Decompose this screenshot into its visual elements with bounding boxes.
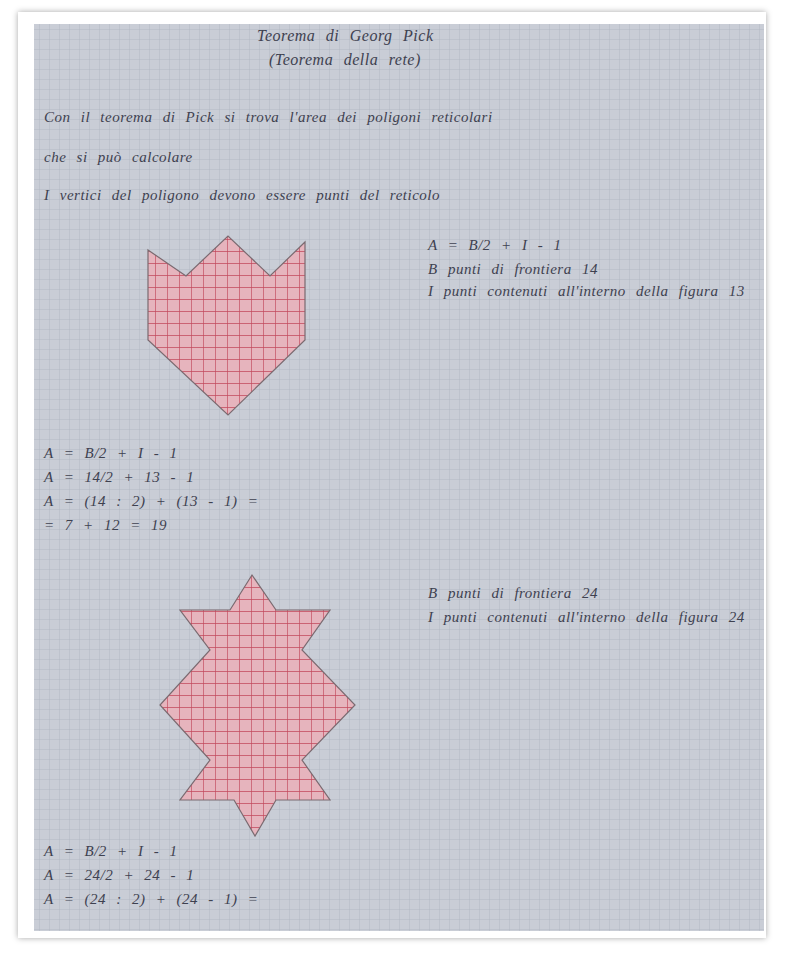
note-line: I punti contenuti all'interno della figu… bbox=[428, 608, 748, 627]
note-line: Con il teorema di Pick si trova l'area d… bbox=[44, 108, 493, 127]
formula: A = B/2 + I - 1 bbox=[44, 444, 177, 463]
note-line: che si può calcolare bbox=[44, 148, 193, 167]
formula: = 7 + 12 = 19 bbox=[44, 516, 167, 535]
note-line: I vertici del poligono devono essere pun… bbox=[44, 186, 440, 205]
lattice-polygon bbox=[160, 575, 355, 836]
subtitle: (Teorema della rete) bbox=[269, 50, 421, 70]
formula: A = 24/2 + 24 - 1 bbox=[44, 866, 194, 885]
grid-paper bbox=[34, 24, 764, 931]
note-line: B punti di frontiera 24 bbox=[428, 584, 598, 603]
note-line: I punti contenuti all'interno della figu… bbox=[428, 282, 748, 301]
formula: A = (24 : 2) + (24 - 1) = bbox=[44, 890, 258, 909]
page-title: Teorema di Georg Pick bbox=[257, 26, 433, 46]
formula: A = B/2 + I - 1 bbox=[428, 236, 561, 255]
formula: A = (14 : 2) + (13 - 1) = bbox=[44, 492, 258, 511]
note-line: B punti di frontiera 14 bbox=[428, 260, 598, 279]
formula: A = 14/2 + 13 - 1 bbox=[44, 468, 194, 487]
lattice-polygon bbox=[148, 236, 305, 415]
formula: A = B/2 + I - 1 bbox=[44, 842, 177, 861]
